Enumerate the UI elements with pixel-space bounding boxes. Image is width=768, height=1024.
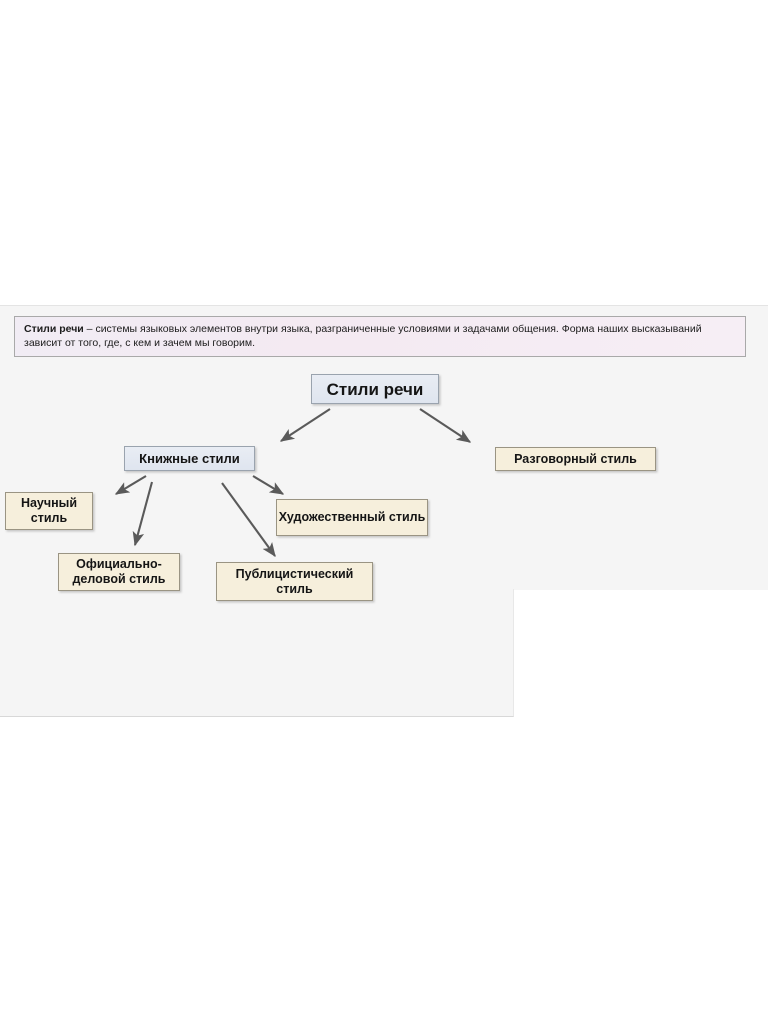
definition-banner: Стили речи – системы языковых элементов …	[14, 316, 746, 357]
node-ofitsialno-delovoy-stil[interactable]: Официально-деловой стиль	[58, 553, 180, 591]
node-razgovornyy-stil[interactable]: Разговорный стиль	[495, 447, 656, 471]
node-stili-rechi[interactable]: Стили речи	[311, 374, 439, 404]
node-knizhnye-stili[interactable]: Книжные стили	[124, 446, 255, 471]
node-publitsisticheskiy-stil[interactable]: Публицистический стиль	[216, 562, 373, 601]
definition-term: Стили речи	[24, 323, 84, 335]
node-nauchnyy-stil[interactable]: Научный стиль	[5, 492, 93, 530]
definition-text: – системы языковых элементов внутри язык…	[24, 323, 702, 349]
node-khudozhestvennyy-stil[interactable]: Художественный стиль	[276, 499, 428, 536]
slide-canvas-lower	[0, 589, 514, 717]
